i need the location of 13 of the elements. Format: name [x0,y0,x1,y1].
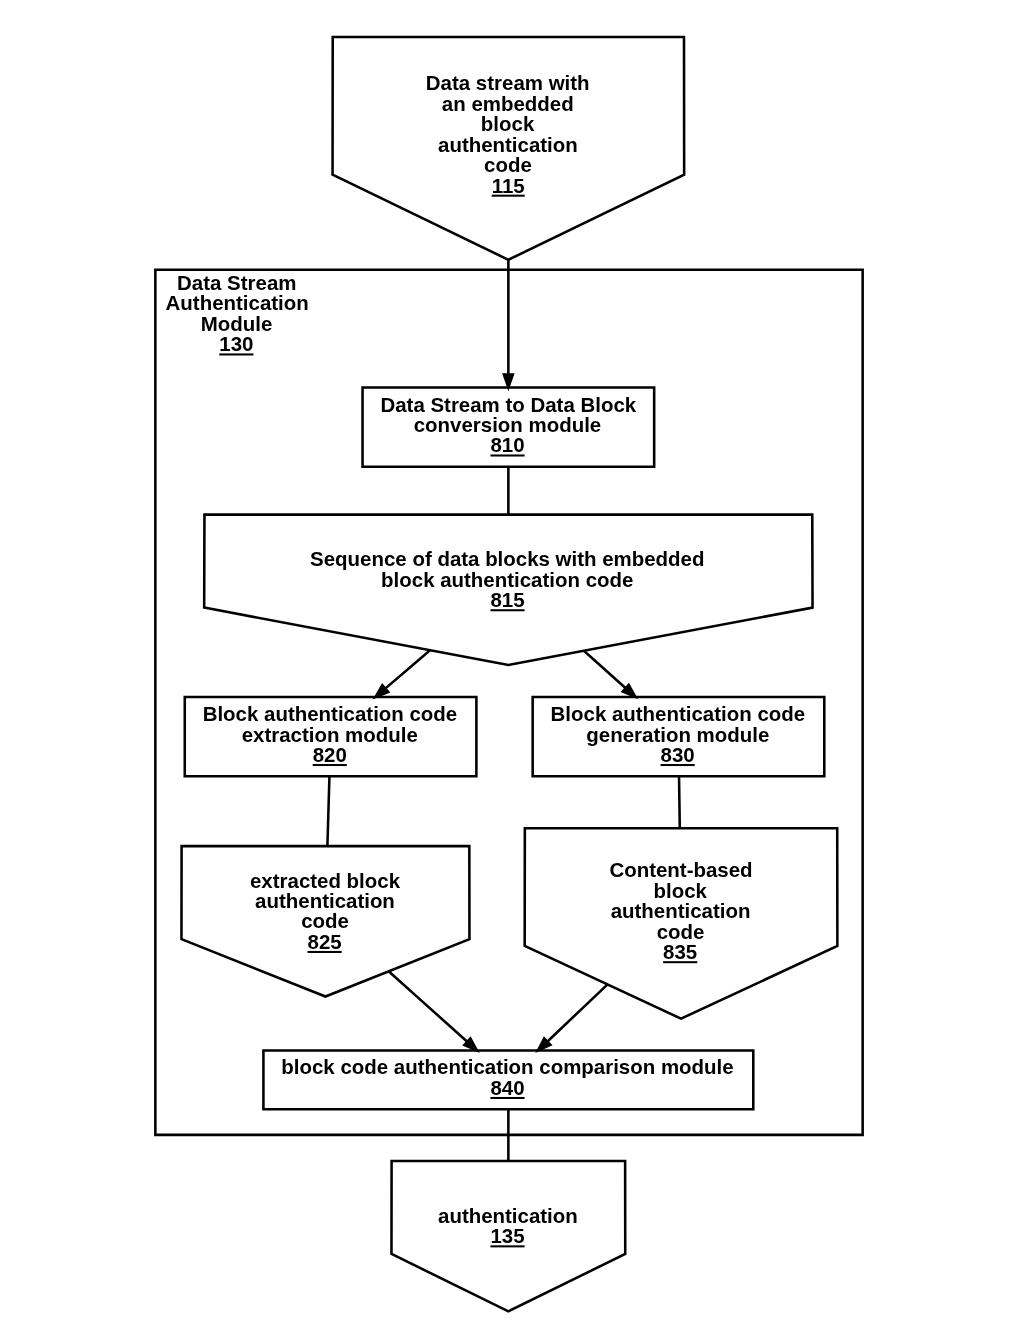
connector [506,466,510,515]
arrow [582,649,638,700]
node-box: Data Stream to Data Block conversion module 810 [360,386,655,469]
node-box: block code authentication comparison module 840 [261,1049,755,1111]
connector [677,776,681,828]
node-box: Block authentication code generation module 830 [530,695,826,778]
connector [325,776,331,846]
arrow [534,983,608,1054]
arrow [501,259,515,392]
connector [506,1109,510,1161]
node-box: Block authentication code extraction module 820 [183,695,478,778]
arrow [387,970,480,1053]
arrow [372,649,431,700]
